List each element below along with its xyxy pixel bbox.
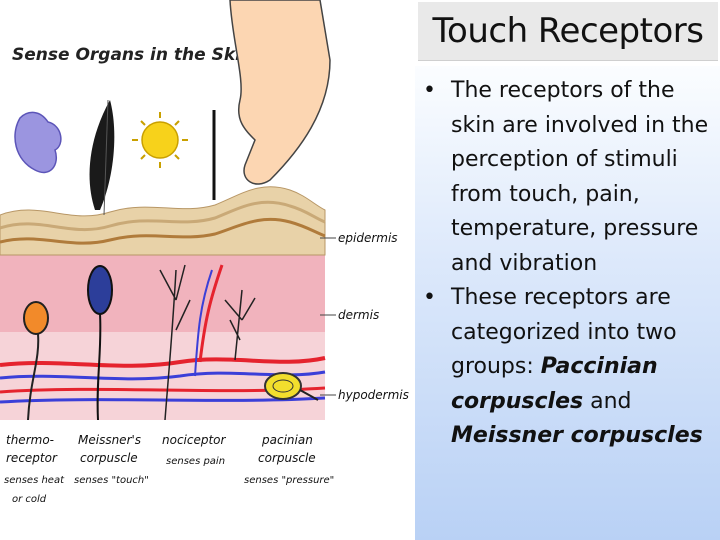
thermoreceptor-desc1: senses heat [4,475,65,486]
nociceptor-name1: nociceptor [162,433,227,447]
thermoreceptor-desc2: or cold [12,494,47,505]
thermoreceptor-body [24,302,48,334]
meissner-name2: corpuscle [80,451,138,465]
bullet-item: • The receptors of the skin are involved … [415,74,715,281]
nociceptor-desc1: senses pain [166,456,225,467]
hand-icon [230,0,330,184]
slide-title-box: Touch Receptors [418,2,718,61]
pacinian-desc1: senses "pressure" [244,475,334,486]
meissner-term: Meissner corpuscles [451,423,703,448]
pacinian-corpuscle-body [265,373,301,399]
feather-icon [90,100,115,210]
bullet-dot-icon: • [423,74,436,109]
dermis-label: dermis [338,308,379,322]
cold-snowflake-icon [15,112,61,172]
thermoreceptor-name2: receptor [6,451,58,465]
epidermis-label: epidermis [338,231,398,245]
bullet-panel: • The receptors of the skin are involved … [415,66,720,540]
pacinian-name1: pacinian [261,433,313,447]
bullet-list: • The receptors of the skin are involved … [415,74,715,454]
pacinian-name2: corpuscle [258,451,316,465]
bullet-dot-icon: • [423,281,436,316]
hypodermis-label: hypodermis [338,388,409,402]
meissner-desc1: senses "touch" [74,475,149,486]
meissner-corpuscle-body [88,266,112,314]
sun-icon [142,122,178,158]
skin-sense-organs-diagram: Sense Organs in the Skin [0,0,415,540]
diagram-title: Sense Organs in the Skin [12,45,253,65]
meissner-name1: Meissner's [78,433,141,447]
bullet-text-mid: and [583,389,631,414]
thermoreceptor-name1: thermo- [6,433,54,447]
slide-title: Touch Receptors [418,2,718,60]
skin-cross-section-illustration: Sense Organs in the Skin [0,0,415,540]
bullet-text: The receptors of the skin are involved i… [451,78,708,276]
bullet-item: •These receptors are categorized into tw… [415,281,715,454]
